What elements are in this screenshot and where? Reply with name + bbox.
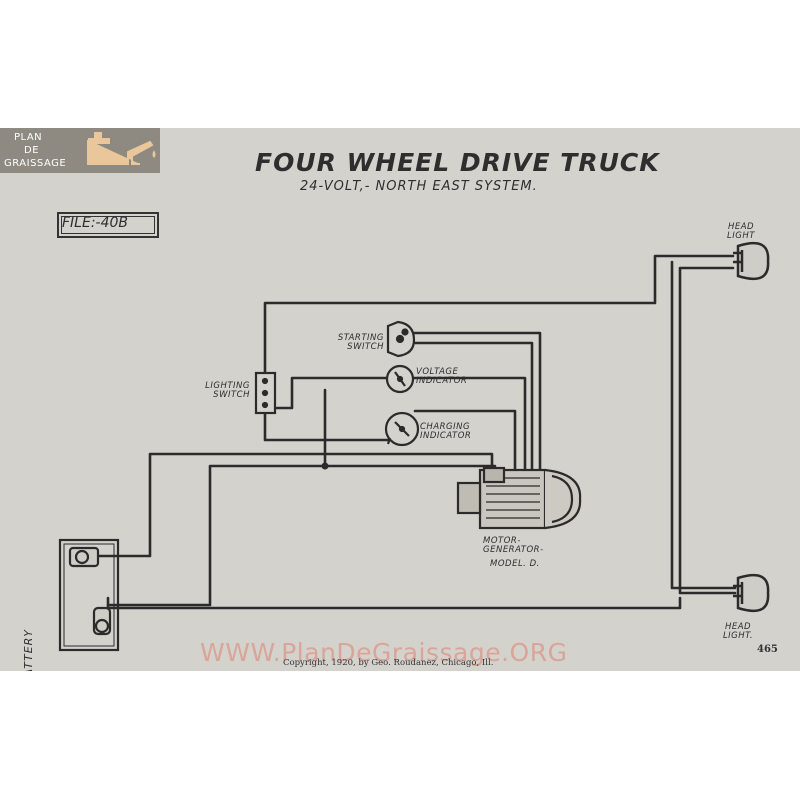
wire-battery-to-motor-b [106, 464, 497, 607]
wiring-diagram [58, 241, 770, 652]
label-starting-switch: STARTING SWITCH [337, 333, 384, 352]
label-head-light-top: HEAD LIGHT [727, 222, 755, 241]
watermark: WWW.PlanDeGraissage.ORG [200, 638, 568, 667]
file-label: FILE:-40B [62, 215, 129, 231]
logo-text-de: DE [24, 145, 40, 156]
plan-de-graissage-logo: PLAN DE GRAISSAGE [0, 128, 160, 173]
diagram-subtitle: 24-VOLT,- NORTH EAST SYSTEM. [300, 179, 538, 194]
wiring-diagram-sheet: FOUR WHEEL DRIVE TRUCK 24-VOLT,- NORTH E… [0, 128, 800, 671]
label-head-light-bottom: HEAD LIGHT. [722, 622, 754, 641]
voltage-indicator-icon [385, 364, 415, 394]
wire-lighting-to-voltage [275, 376, 392, 410]
logo-text-graissage: GRAISSAGE [4, 158, 67, 169]
label-battery: BATTERY [22, 628, 35, 671]
label-lighting-switch: LIGHTING SWITCH [205, 381, 250, 400]
page-number: 465 [757, 644, 778, 655]
wire-charging-to-motor [413, 409, 517, 475]
wire-headlight-return [670, 260, 737, 590]
logo-text-plan: PLAN [14, 132, 43, 143]
label-charging-indicator: CHARGING INDICATOR [420, 422, 472, 441]
lighting-switch-icon [254, 371, 277, 415]
junction-dot [321, 462, 329, 470]
wire-headlight-bottom-feed [678, 266, 737, 595]
wire-battery-ground [106, 596, 682, 610]
wire-lighting-to-charging [263, 411, 392, 442]
wire-starting-to-motor-a [410, 331, 542, 525]
diagram-title: FOUR WHEEL DRIVE TRUCK [255, 148, 660, 177]
label-motor-generator: MOTOR-GENERATOR- [483, 536, 544, 555]
charging-indicator-icon [384, 411, 420, 447]
label-voltage-indicator: VOLTAGE INDICATOR [416, 367, 468, 386]
motor-generator-icon [456, 466, 582, 530]
label-model: MODEL. D. [490, 559, 540, 569]
file-label-box [57, 212, 159, 238]
head-light-bottom-icon [733, 573, 770, 613]
head-light-top-icon [733, 241, 770, 281]
oil-can-icon [87, 132, 156, 165]
wire-battery-to-motor-a [96, 452, 494, 558]
battery-icon [58, 538, 120, 652]
wire-headlight-main [263, 254, 735, 385]
wire-starting-to-motor-b [410, 341, 534, 520]
starting-switch-icon [386, 320, 416, 358]
copyright-line: Copyright, 1920, by Geo. Roudanez, Chica… [283, 658, 494, 668]
